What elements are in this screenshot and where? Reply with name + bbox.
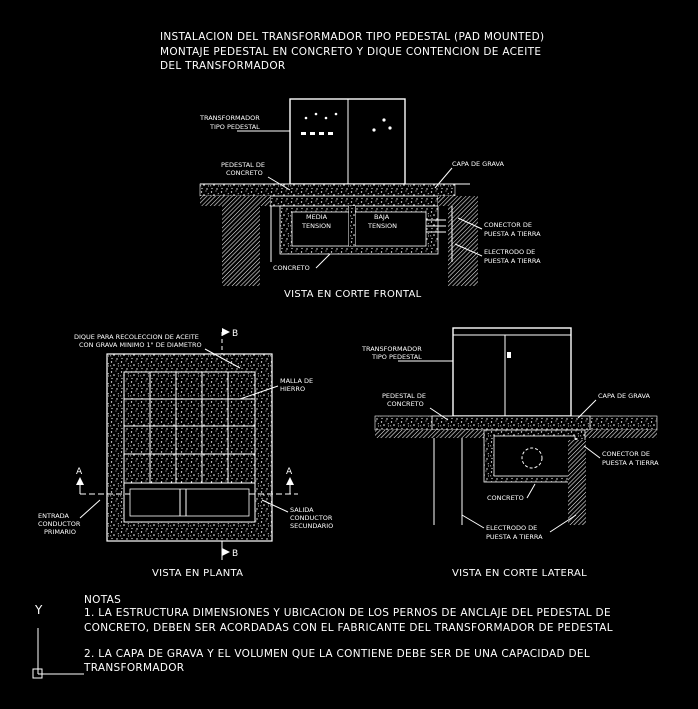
front-section-view: TRANSFORMADOR TIPO PEDESTAL PEDESTAL DE … — [199, 98, 541, 300]
side-label-electrode-2: PUESTA A TIERRA — [486, 533, 543, 541]
section-marker-b-bottom: B — [222, 548, 238, 559]
front-label-mv-2: TENSION — [301, 222, 331, 230]
side-label-pedestal-2: CONCRETO — [387, 400, 424, 408]
front-label-transformer-1: TRANSFORMADOR — [199, 114, 260, 122]
front-label-transformer-2: TIPO PEDESTAL — [209, 123, 260, 131]
plan-label-dike-1: DIQUE PARA RECOLECCION DE ACEITE — [74, 333, 199, 341]
front-earth-left — [222, 206, 260, 286]
side-label-electrode-1: ELECTRODO DE — [486, 524, 537, 532]
plan-label-dike-2: CON GRAVA MINIMO 1" DE DIAMETRO — [79, 341, 202, 349]
plan-label-exit-3: SECUNDARIO — [290, 522, 333, 530]
plan-label-mesh-1: MALLA DE — [280, 377, 313, 385]
front-label-pedestal-1: PEDESTAL DE — [221, 161, 265, 169]
front-label-mv-1: MEDIA — [306, 213, 328, 221]
plan-label-entry-1: ENTRADA — [38, 512, 70, 520]
plan-label-entry-2: CONDUCTOR — [38, 520, 81, 528]
section-marker-b-top: B — [222, 328, 238, 339]
plan-view: A A B B DIQUE PARA RECOLECCION DE ACEITE… — [38, 328, 333, 579]
side-view-caption: VISTA EN CORTE LATERAL — [452, 568, 587, 579]
front-earth-right — [448, 206, 478, 286]
front-gravel-layer — [199, 183, 456, 197]
front-view-caption: VISTA EN CORTE FRONTAL — [284, 289, 422, 300]
title-line-1: INSTALACION DEL TRANSFORMADOR TIPO PEDES… — [160, 31, 544, 43]
section-b-bottom-label: B — [232, 549, 238, 559]
front-label-lv-1: BAJA — [374, 213, 390, 221]
plan-label-exit-1: SALIDA — [290, 506, 314, 514]
side-earth-left — [375, 430, 485, 438]
side-label-connector-2: PUESTA A TIERRA — [602, 459, 659, 467]
front-concrete-pedestal — [269, 195, 439, 207]
title-line-3: DEL TRANSFORMADOR — [160, 60, 285, 72]
plan-iron-mesh — [124, 372, 255, 483]
section-marker-a-left: A — [76, 467, 84, 494]
note-1-line-1: 1. LA ESTRUCTURA DIMENSIONES Y UBICACION… — [84, 607, 611, 619]
note-2-line-1: 2. LA CAPA DE GRAVA Y EL VOLUMEN QUE LA … — [84, 648, 590, 660]
side-transformer-cabinet — [452, 327, 572, 417]
side-label-pedestal-1: PEDESTAL DE — [382, 392, 426, 400]
side-conduit — [521, 447, 543, 469]
note-2-line-2: TRANSFORMADOR — [83, 662, 184, 674]
plan-gravel-bed — [123, 371, 256, 484]
title-line-2: MONTAJE PEDESTAL EN CONCRETO Y DIQUE CON… — [160, 46, 541, 58]
section-a-left-label: A — [76, 467, 83, 477]
front-cabinet-details — [301, 112, 392, 135]
note-1-line-2: CONCRETO, DEBEN SER ACORDADAS CON EL FAB… — [84, 622, 613, 634]
notes-heading: NOTAS — [84, 594, 121, 606]
front-label-lv-2: TENSION — [367, 222, 397, 230]
side-label-connector-1: CONECTOR DE — [602, 450, 650, 458]
plan-label-exit-2: CONDUCTOR — [290, 514, 333, 522]
side-label-gravel: CAPA DE GRAVA — [598, 392, 651, 400]
section-a-right-label: A — [286, 467, 293, 477]
front-label-pedestal-2: CONCRETO — [226, 169, 263, 177]
front-label-gravel: CAPA DE GRAVA — [452, 160, 505, 168]
plan-label-mesh-2: HIERRO — [280, 385, 305, 393]
side-earth-right — [585, 430, 657, 438]
plan-view-caption: VISTA EN PLANTA — [152, 568, 243, 579]
ucs-icon: Y — [32, 603, 84, 679]
front-label-connector-2: PUESTA A TIERRA — [484, 230, 541, 238]
side-label-transformer-2: TIPO PEDESTAL — [371, 353, 422, 361]
side-label-transformer-1: TRANSFORMADOR — [361, 345, 422, 353]
drawing-title: INSTALACION DEL TRANSFORMADOR TIPO PEDES… — [160, 31, 544, 72]
front-label-concrete: CONCRETO — [273, 264, 310, 272]
ucs-y-label: Y — [34, 603, 43, 617]
side-concrete-pedestal — [431, 415, 591, 431]
side-section-view: TRANSFORMADOR TIPO PEDESTAL PEDESTAL DE … — [361, 327, 659, 579]
section-marker-a-right: A — [286, 467, 294, 494]
notes-block: NOTAS 1. LA ESTRUCTURA DIMENSIONES Y UBI… — [83, 594, 613, 674]
plan-label-entry-3: PRIMARIO — [44, 528, 76, 536]
front-label-electrode-2: PUESTA A TIERRA — [484, 257, 541, 265]
front-label-electrode-1: ELECTRODO DE — [484, 248, 535, 256]
front-label-connector-1: CONECTOR DE — [484, 221, 532, 229]
side-label-concrete: CONCRETO — [487, 494, 524, 502]
section-b-top-label: B — [232, 329, 238, 339]
